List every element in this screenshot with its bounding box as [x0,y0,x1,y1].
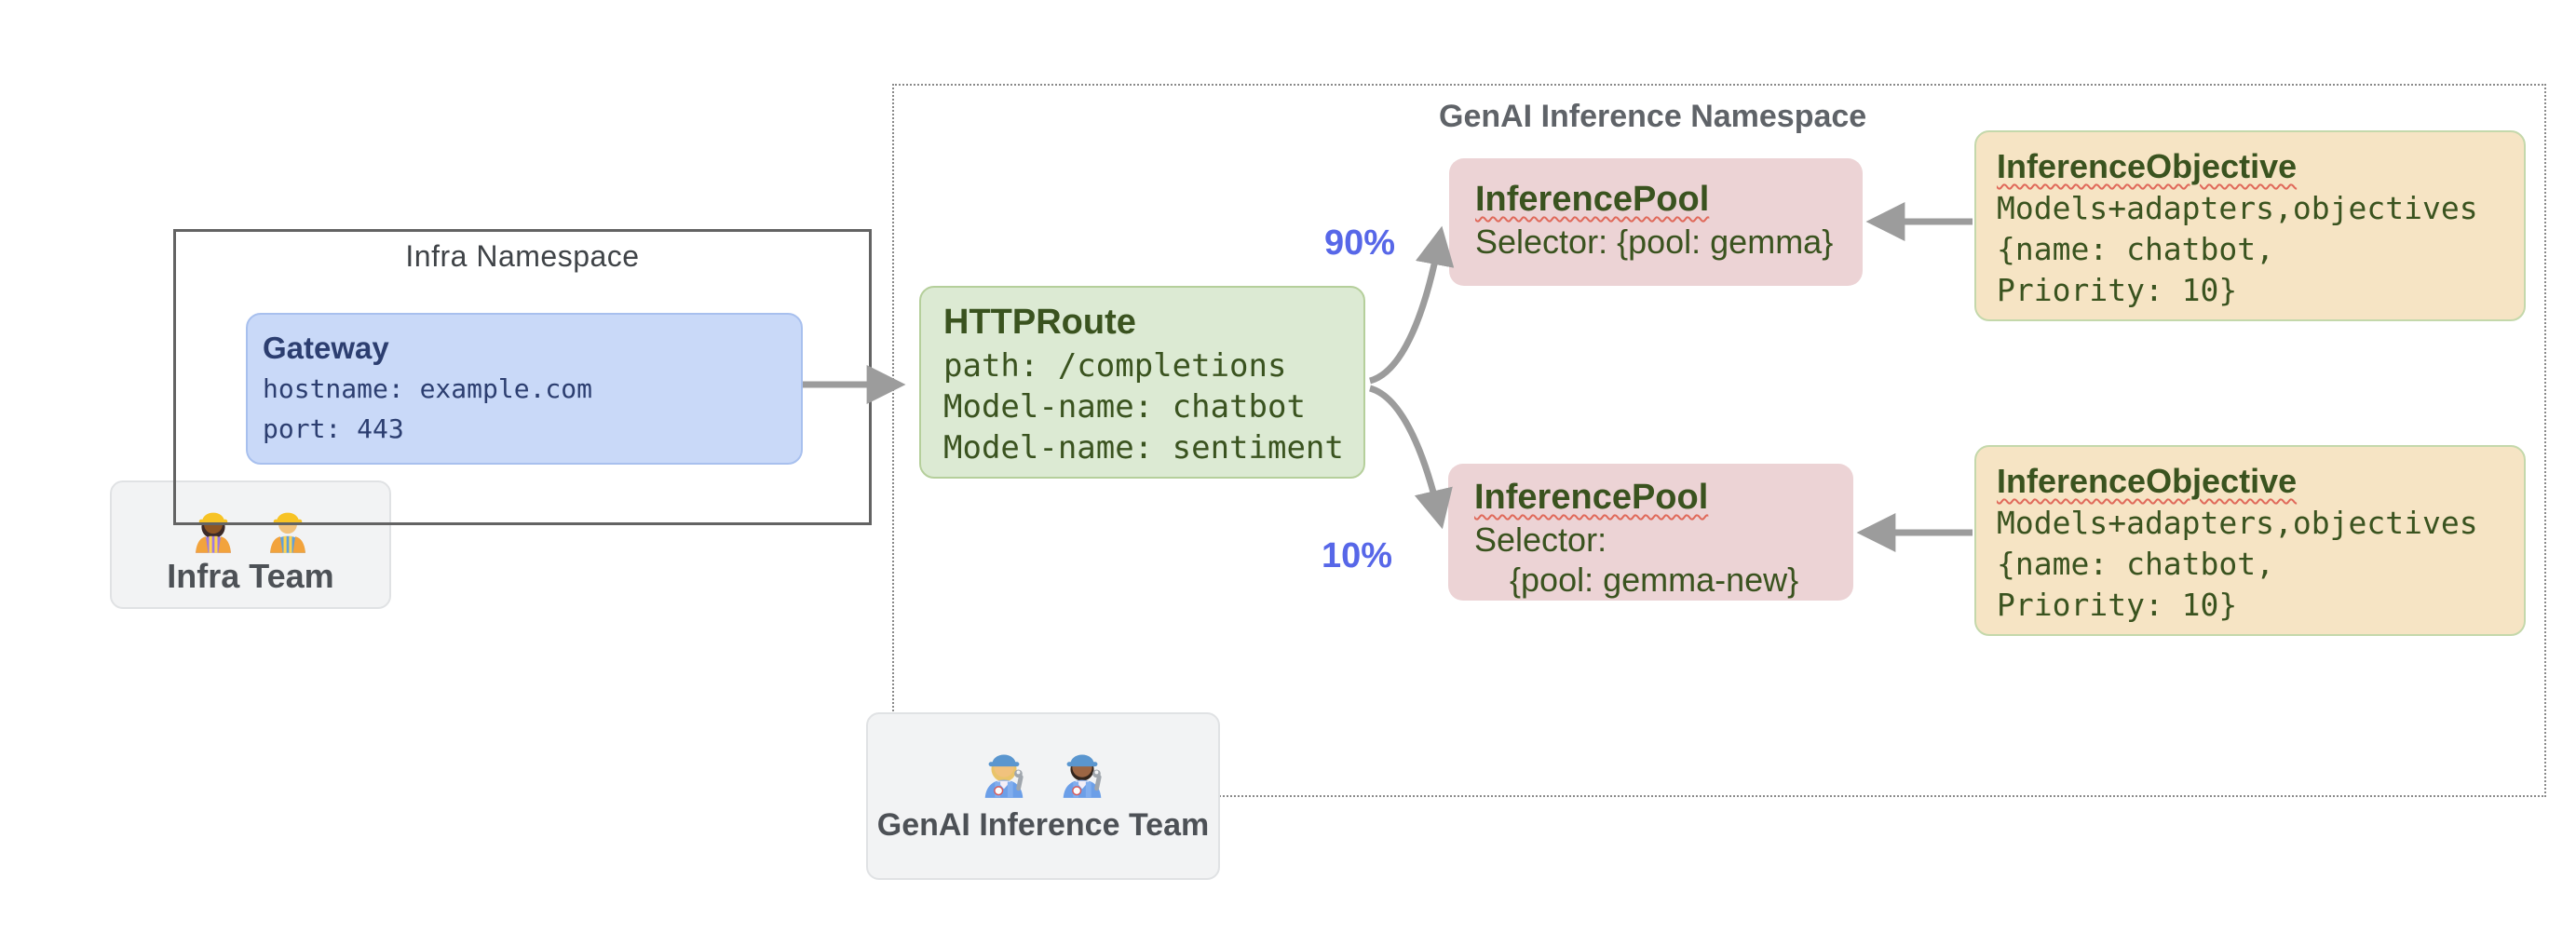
gateway-hostname: hostname: example.com [263,373,593,404]
inference-pool-title: InferencePool [1475,180,1710,219]
inference-objective-title: InferenceObjective [1997,147,2298,185]
objective-priority-line: Priority: 10} [1997,587,2238,623]
infra-team-icons [112,499,389,553]
httproute-box: HTTPRoute path: /completions Model-name:… [919,286,1365,479]
inference-objective-title: InferenceObjective [1997,462,2298,500]
traffic-weight-90-label: 90% [1323,223,1395,263]
genai-inference-namespace-box: GenAI Inference Namespace [892,84,2546,797]
httproute-title: HTTPRoute [943,303,1136,342]
traffic-weight-10-label: 10% [1321,536,1392,575]
infra-namespace-title: Infra Namespace [405,239,640,273]
genai-inference-namespace-title: GenAI Inference Namespace [1439,99,1867,134]
objective-models-line: Models+adapters,objectives [1997,505,2478,541]
man-construction-worker-icon [263,499,313,553]
genai-team-label: GenAI Inference Team [876,807,1210,843]
httproute-model-2: Model-name: sentiment [943,429,1344,466]
gateway-title: Gateway [263,331,389,365]
httproute-model-1: Model-name: chatbot [943,388,1306,426]
inference-pool-selector-value: {pool: gemma-new} [1510,561,1799,599]
inference-pool-selector: Selector: {pool: gemma} [1475,223,1834,261]
httproute-path: path: /completions [943,347,1287,385]
gateway-box: Gateway hostname: example.com port: 443 [246,313,803,465]
gateway-port: port: 443 [263,413,404,444]
inference-pool-gemma-new-box: InferencePool Selector: {pool: gemma-new… [1448,464,1853,601]
infra-team-card: Infra Team [110,480,391,609]
inference-objective-top-box: InferenceObjective Models+adapters,objec… [1974,130,2526,321]
woman-construction-worker-icon [188,499,238,553]
man-mechanic-icon [1055,740,1109,798]
inference-objective-bottom-box: InferenceObjective Models+adapters,objec… [1974,445,2526,636]
objective-name-line: {name: chatbot, [1997,231,2275,267]
genai-inference-team-card: GenAI Inference Team [866,712,1220,880]
inference-pool-selector: Selector: [1474,521,1607,559]
woman-mechanic-icon [977,740,1031,798]
genai-team-icons [868,740,1218,798]
objective-models-line: Models+adapters,objectives [1997,190,2478,226]
infra-team-label: Infra Team [167,557,334,595]
inference-pool-gemma-box: InferencePool Selector: {pool: gemma} [1449,158,1863,286]
inference-pool-title: InferencePool [1474,478,1709,517]
objective-name-line: {name: chatbot, [1997,546,2275,582]
objective-priority-line: Priority: 10} [1997,272,2238,308]
